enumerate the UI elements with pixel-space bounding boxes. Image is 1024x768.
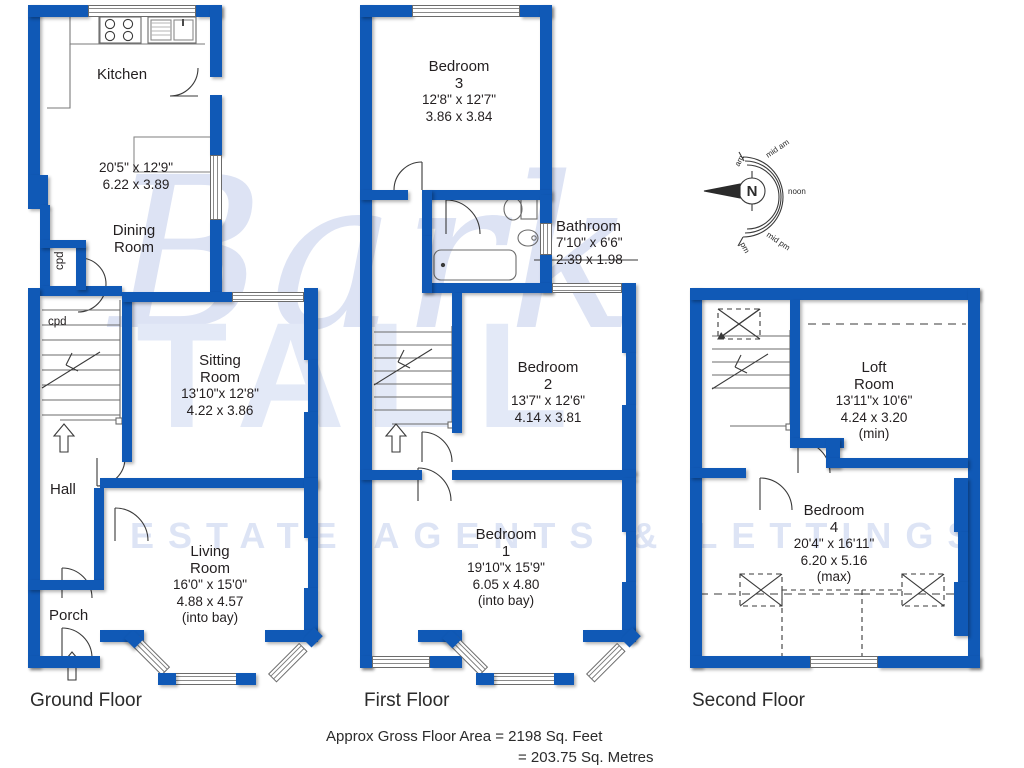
window <box>412 5 520 17</box>
cupboard-label-lower: cpd <box>48 316 67 328</box>
room-label-bedroom-2: Bedroom 2 13'7" x 12'6" 4.14 x 3.81 <box>510 359 586 425</box>
wall <box>360 470 422 480</box>
wall <box>40 286 122 296</box>
wall <box>158 673 176 685</box>
window <box>88 5 196 17</box>
wall <box>28 5 88 17</box>
compass-label-mid-am: mid am <box>764 137 791 159</box>
wall <box>422 190 552 200</box>
window <box>268 642 308 683</box>
wall <box>622 283 636 353</box>
wall <box>878 656 980 668</box>
wall <box>210 220 222 292</box>
wall <box>100 478 318 488</box>
wall <box>690 656 810 668</box>
wall <box>554 673 574 685</box>
wall <box>422 190 432 236</box>
floor-title-first: First Floor <box>364 690 450 711</box>
window <box>210 155 222 220</box>
room-dims-dining: 20'5" x 12'9" 6.22 x 3.89 <box>98 160 174 192</box>
room-label-bedroom-4: Bedroom 4 20'4" x 16'11" 6.20 x 5.16 (ma… <box>793 502 875 584</box>
floor-title-second: Second Floor <box>692 690 806 711</box>
window <box>174 673 237 685</box>
compass-north-label: N <box>747 183 758 200</box>
wall <box>430 656 462 668</box>
compass-rose <box>703 151 784 247</box>
wall <box>958 532 968 582</box>
floor-title-ground: Ground Floor <box>30 690 142 711</box>
wall <box>40 240 86 248</box>
wall <box>360 656 372 668</box>
wall <box>210 5 222 77</box>
wall <box>452 470 636 480</box>
gross-floor-area-feet: Approx Gross Floor Area = 2198 Sq. Feet <box>326 728 603 745</box>
wall <box>210 95 222 155</box>
compass-label-noon: noon <box>788 187 806 196</box>
window <box>540 223 552 255</box>
wall <box>76 245 86 290</box>
compass-label-mid-pm: mid pm <box>765 230 792 252</box>
wall <box>622 582 636 632</box>
cupboard-label-upper: cpd <box>54 251 66 270</box>
wall <box>690 288 980 300</box>
wall <box>422 236 432 293</box>
wall <box>304 288 318 360</box>
room-label-living-room: Living Room 16'0" x 15'0" 4.88 x 4.57 (i… <box>172 543 248 625</box>
window <box>810 656 878 668</box>
wall <box>790 438 844 448</box>
wall <box>28 288 40 668</box>
room-label-dining-room: Dining Room <box>112 222 156 256</box>
wall <box>360 5 372 668</box>
gross-floor-area-metres: = 203.75 Sq. Metres <box>518 749 654 766</box>
wall <box>360 5 412 17</box>
window <box>232 292 304 302</box>
wall <box>308 538 318 588</box>
wall <box>540 195 552 223</box>
wall <box>968 288 980 668</box>
wall <box>954 582 968 636</box>
wall <box>122 292 132 462</box>
room-label-bathroom: Bathroom 7'10" x 6'6" 2.39 x 1.98 <box>556 218 623 267</box>
wall <box>28 580 104 590</box>
wall <box>690 288 702 668</box>
room-label-porch: Porch <box>49 607 89 624</box>
room-label-bedroom-1: Bedroom 1 19'10"x 15'9" 6.05 x 4.80 (int… <box>467 526 545 608</box>
wall <box>28 5 40 175</box>
wall <box>236 673 256 685</box>
compass-label-am: am <box>733 154 746 168</box>
wall <box>540 5 552 195</box>
wall <box>452 293 462 433</box>
wall <box>28 656 100 668</box>
wall <box>626 353 636 405</box>
wall <box>690 468 746 478</box>
wall <box>308 360 318 412</box>
window <box>586 642 626 683</box>
wall <box>476 673 494 685</box>
wall <box>790 300 800 442</box>
wall <box>304 588 318 632</box>
window <box>552 283 622 293</box>
wall <box>304 412 318 478</box>
wall <box>122 292 232 302</box>
wall <box>626 532 636 582</box>
window <box>372 656 430 668</box>
wall <box>622 478 636 532</box>
room-label-sitting-room: Sitting Room 13'10"x 12'8" 4.22 x 3.86 <box>181 352 259 418</box>
wall <box>954 478 968 532</box>
room-label-loft-room: Loft Room 13'11"x 10'6" 4.24 x 3.20 (min… <box>835 359 913 441</box>
room-label-hall: Hall <box>50 481 76 498</box>
compass-label-pm: pm <box>738 241 751 255</box>
room-label-bedroom-3: Bedroom 3 12'8" x 12'7" 3.86 x 3.84 <box>421 58 497 124</box>
wall <box>304 478 318 538</box>
wall <box>622 405 636 475</box>
wall <box>826 458 968 468</box>
wall <box>94 488 104 580</box>
wall <box>360 190 408 200</box>
wall <box>422 283 552 293</box>
wall <box>28 175 48 209</box>
room-label-kitchen: Kitchen <box>97 66 148 83</box>
window <box>492 673 555 685</box>
